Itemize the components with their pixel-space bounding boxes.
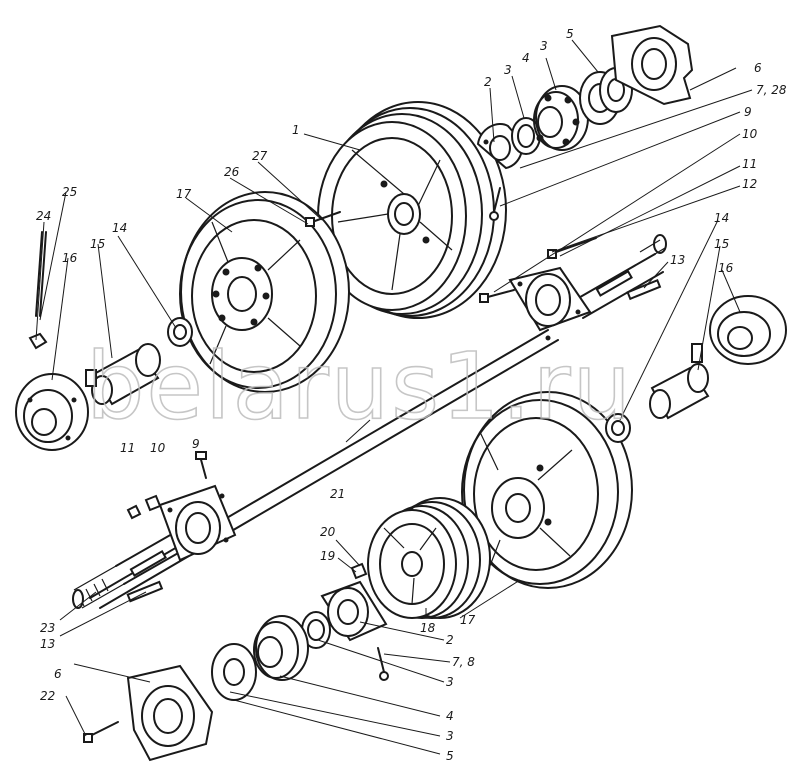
callout-16: 16 [718, 261, 734, 275]
nut-19 [350, 562, 368, 580]
callout-17: 17 [460, 613, 476, 627]
bolt-9-lower [195, 451, 207, 479]
bolt-7-upper [489, 187, 501, 221]
callout-11: 11 [742, 157, 757, 171]
callout-7-28: 7, 28 [756, 83, 787, 97]
callout-10: 10 [742, 127, 758, 141]
upper-housing-6 [610, 24, 694, 106]
callout-3: 3 [504, 63, 512, 77]
callout-3: 3 [446, 729, 454, 743]
leader-lines [35, 39, 753, 755]
callout-19: 19 [320, 549, 335, 563]
callout-14: 14 [112, 221, 127, 235]
callout-11: 11 [120, 441, 135, 455]
bolt-7-lower [377, 647, 389, 681]
callout-2: 2 [446, 633, 454, 647]
callout-1: 1 [292, 123, 300, 137]
callout-4: 4 [446, 709, 454, 723]
upper-washer-3a [511, 117, 541, 155]
callout-20: 20 [320, 525, 336, 539]
spoked-pulley-17-upper [179, 191, 350, 393]
main-shaft [72, 234, 667, 609]
nut-11-lower [126, 504, 142, 520]
callout-4: 4 [522, 51, 530, 65]
bolt-12 [547, 237, 597, 259]
right-bushing-14 [605, 413, 631, 443]
callout-labels: 1 2 3 4 3 5 6 7, 28 9 10 11 12 27 26 17 … [36, 27, 787, 763]
shaft-thread-left [72, 565, 125, 609]
lower-bearing-4 [253, 615, 309, 681]
callout-26: 26 [224, 165, 240, 179]
callout-10: 10 [150, 441, 166, 455]
nut-25 [28, 332, 48, 350]
spoked-pulley-17-lower [461, 391, 633, 589]
bolt-9-upper [479, 289, 515, 303]
left-end-cap-16 [15, 373, 89, 451]
callout-23: 23 [40, 621, 55, 635]
bolt-27 [305, 211, 341, 227]
callout-27: 27 [252, 149, 268, 163]
callout-9: 9 [744, 105, 752, 119]
callout-6: 6 [54, 667, 62, 681]
key-13-lower [126, 580, 164, 603]
upper-bearing-4 [533, 85, 589, 151]
callout-14: 14 [714, 211, 729, 225]
watermark: belarus1.ru [86, 333, 633, 440]
lower-bearing-cap-2 [320, 580, 388, 642]
right-flange [508, 266, 592, 341]
callout-9: 9 [192, 437, 200, 451]
callout-13: 13 [40, 637, 55, 651]
callout-17: 17 [176, 187, 192, 201]
left-flange [158, 484, 237, 562]
callout-18: 18 [420, 621, 436, 635]
callout-6: 6 [754, 61, 762, 75]
nut-10-lower [144, 494, 162, 512]
callout-13: 13 [670, 253, 685, 267]
callout-15: 15 [90, 237, 105, 251]
callout-15: 15 [714, 237, 729, 251]
callout-16: 16 [62, 251, 78, 265]
lower-housing-6 [126, 664, 214, 762]
callout-22: 22 [40, 689, 55, 703]
bolt-22 [83, 721, 119, 743]
right-end-cap-16 [709, 295, 787, 365]
callout-5: 5 [446, 749, 454, 763]
callout-5: 5 [566, 27, 574, 41]
right-tensioner-body-15 [649, 343, 710, 420]
left-tensioner-body-15 [85, 343, 161, 406]
callout-3: 3 [540, 39, 548, 53]
cotter-pin-24 [35, 231, 47, 317]
callout-3: 3 [446, 675, 454, 689]
callout-2: 2 [484, 75, 492, 89]
callout-21: 21 [330, 487, 345, 501]
key-13-upper [626, 278, 662, 301]
callout-7-8: 7, 8 [452, 655, 475, 669]
callout-12: 12 [742, 177, 757, 191]
triple-groove-pulley-18 [367, 497, 491, 619]
callout-24: 24 [36, 209, 51, 223]
lower-seal-5 [211, 643, 257, 701]
callout-25: 25 [62, 185, 77, 199]
